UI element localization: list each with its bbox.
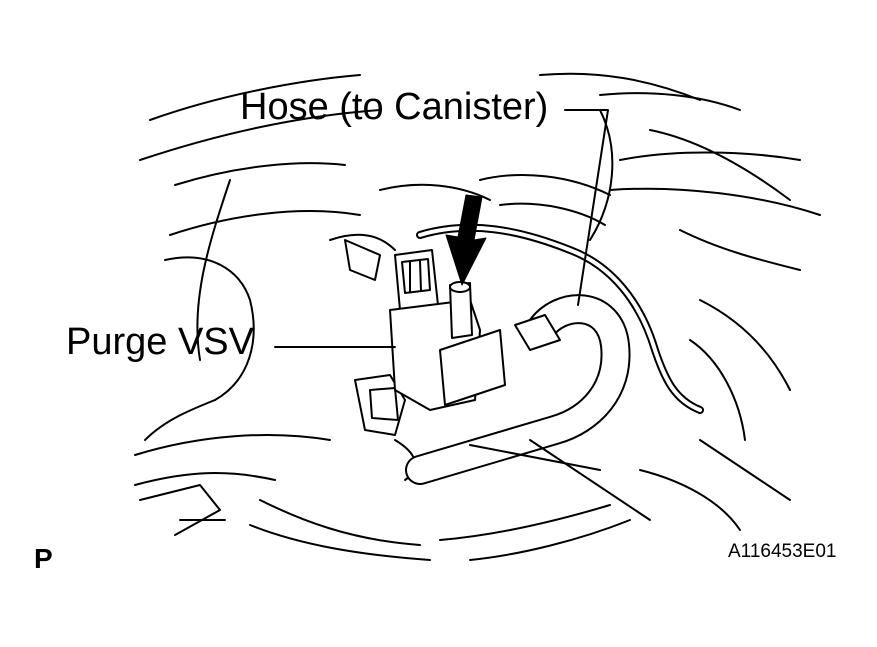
hose-label: Hose (to Canister) xyxy=(240,86,549,128)
figure-code-label: A116453E01 xyxy=(728,541,837,562)
engine-background-lines xyxy=(134,72,821,561)
canister-hose xyxy=(405,294,651,521)
leader-lines xyxy=(274,109,609,348)
indicator-arrow xyxy=(445,194,487,286)
purge-vsv-label: Purge VSV xyxy=(66,321,254,363)
view-marker-label: P xyxy=(34,543,53,574)
purge-vsv-body xyxy=(389,249,506,411)
